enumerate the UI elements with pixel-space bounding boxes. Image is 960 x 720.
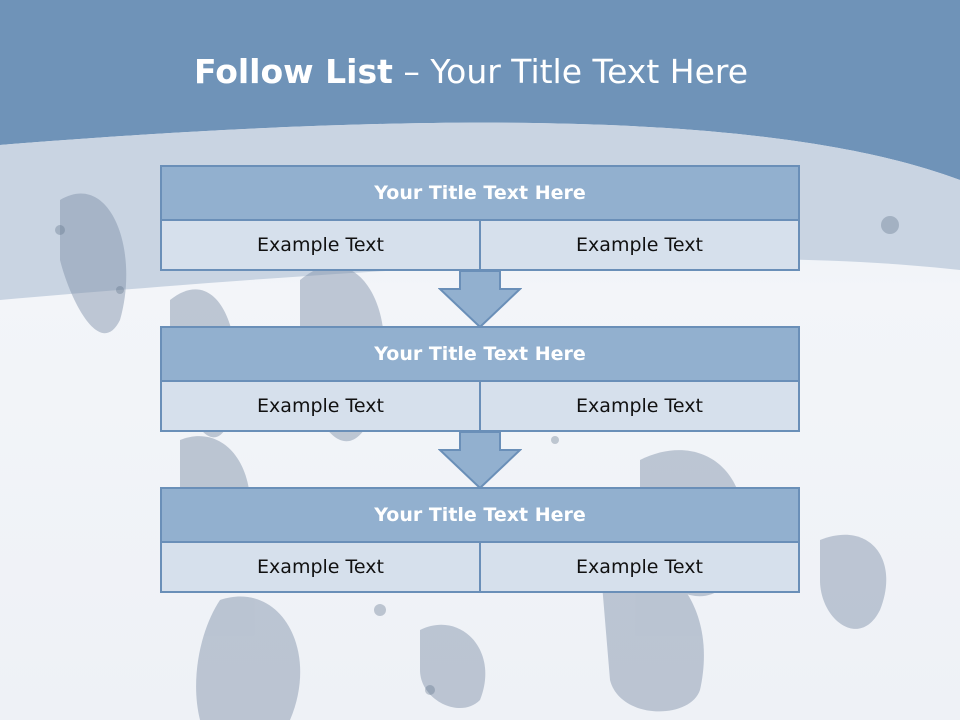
step-cell-right: Example Text bbox=[481, 543, 800, 593]
step-body: Example Text Example Text bbox=[160, 221, 800, 271]
step-cell-right: Example Text bbox=[481, 382, 800, 432]
step-cell-left: Example Text bbox=[160, 382, 481, 432]
step-title: Your Title Text Here bbox=[160, 326, 800, 382]
down-arrow-icon bbox=[438, 432, 522, 490]
step-cell-right: Example Text bbox=[481, 221, 800, 271]
slide-title-rest: – Your Title Text Here bbox=[392, 52, 749, 91]
down-arrow-icon bbox=[438, 271, 522, 329]
step-body: Example Text Example Text bbox=[160, 382, 800, 432]
step-box-1: Your Title Text Here Example Text Exampl… bbox=[160, 165, 800, 271]
step-box-2: Your Title Text Here Example Text Exampl… bbox=[160, 326, 800, 432]
step-cell-left: Example Text bbox=[160, 221, 481, 271]
step-cell-left: Example Text bbox=[160, 543, 481, 593]
step-title: Your Title Text Here bbox=[160, 487, 800, 543]
slide-title: Follow List – Your Title Text Here bbox=[0, 52, 942, 91]
step-body: Example Text Example Text bbox=[160, 543, 800, 593]
step-title: Your Title Text Here bbox=[160, 165, 800, 221]
step-box-3: Your Title Text Here Example Text Exampl… bbox=[160, 487, 800, 593]
slide-title-bold: Follow List bbox=[193, 52, 393, 91]
